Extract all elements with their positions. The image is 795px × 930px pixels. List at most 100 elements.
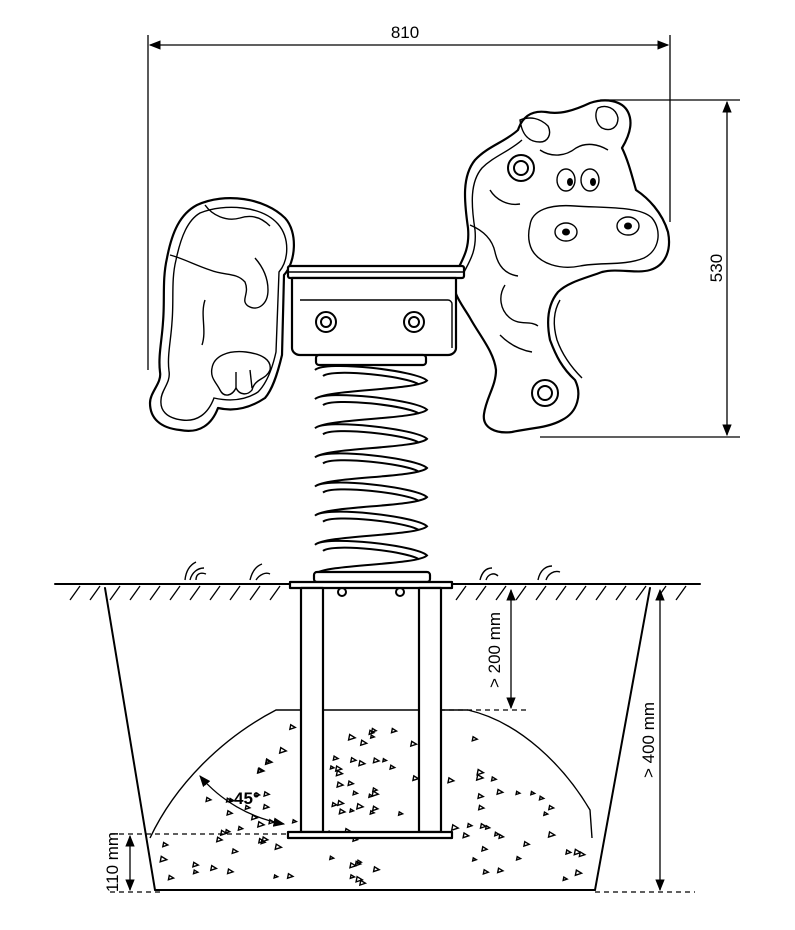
gravel-mark — [274, 843, 284, 851]
ground-hatch-line — [655, 585, 667, 601]
gravel-mark — [359, 739, 369, 747]
height-dimension: 530 — [540, 99, 740, 438]
gravel-mark — [447, 776, 456, 784]
gravel-mark — [288, 723, 297, 731]
width-label: 810 — [391, 23, 419, 42]
gravel-mark — [262, 803, 271, 811]
gravel-mark — [462, 831, 471, 839]
gravel-mark — [167, 874, 176, 881]
ground-hatch-line — [269, 585, 281, 601]
gravel-mark — [215, 836, 224, 843]
gravel-mark — [352, 790, 360, 796]
ground-hatch-line — [495, 585, 507, 601]
gravel-mark — [357, 759, 367, 767]
gravel-mark — [522, 840, 531, 848]
gravel-mark — [355, 875, 365, 883]
gravel-mark — [471, 735, 479, 742]
gravel-mark — [490, 775, 498, 782]
seat — [286, 264, 466, 280]
ground-hatch-line — [615, 585, 627, 601]
gravel-mark — [515, 790, 522, 796]
gravel-mark — [484, 824, 492, 831]
ground-hatch-line — [475, 585, 487, 601]
gravel-mark — [471, 856, 478, 862]
gravel-mark — [347, 733, 357, 742]
ground-hatch-line — [229, 585, 241, 601]
gravel-mark — [574, 869, 584, 877]
gravel-mark — [369, 733, 376, 740]
gravel-mark — [261, 835, 270, 843]
gravel-mark — [367, 793, 375, 799]
gravel-mark — [349, 861, 358, 869]
seat-bracket — [290, 276, 458, 357]
gravel-mark — [515, 855, 523, 862]
ground-hatch-line — [249, 585, 261, 601]
spring — [312, 353, 432, 584]
gravel-mark — [547, 804, 556, 811]
base-dimension: 110 mm — [103, 832, 290, 893]
gravel-mark — [466, 822, 474, 829]
gravel-mark — [573, 848, 583, 856]
gravel-mark — [209, 864, 219, 872]
gravel-mark — [331, 801, 339, 808]
gravel-mark — [389, 764, 397, 771]
gravel-mark — [257, 837, 266, 844]
gravel-mark — [237, 825, 245, 832]
gravel-mark — [334, 764, 344, 773]
base-label: 110 mm — [103, 832, 122, 892]
ground-hatch-line — [149, 585, 161, 601]
depth-upper-dimension: > 200 mm — [440, 588, 530, 711]
gravel-mark — [542, 810, 550, 817]
gravel-mark — [336, 799, 346, 807]
gravel-mark — [370, 727, 378, 734]
gravel-mark — [411, 774, 421, 782]
gravel-mark — [529, 790, 537, 796]
gravel-mark — [278, 746, 288, 755]
ground-hatch-line — [169, 585, 181, 601]
gravel-mark — [371, 789, 380, 798]
ground-hatch-line — [209, 585, 221, 601]
gravel-mark — [219, 829, 229, 837]
gravel-mark — [368, 729, 376, 736]
gravel-mark — [562, 876, 569, 882]
gravel-mark — [286, 872, 295, 880]
gravel-mark — [332, 755, 340, 762]
cow-rear — [148, 197, 295, 432]
gravel-mark — [273, 873, 280, 880]
ground-hatch-line — [89, 585, 101, 601]
ground-hatch-line — [515, 585, 527, 601]
gravel-mark — [329, 764, 336, 771]
gravel-mark — [335, 769, 345, 777]
ground-hatch-line — [109, 585, 121, 601]
depth-upper-label: > 200 mm — [485, 612, 504, 688]
gravel-mark — [226, 809, 234, 817]
ground-hatch-line — [189, 585, 201, 601]
gravel-mark — [224, 828, 232, 835]
gravel-mark — [538, 795, 546, 801]
gravel-mark — [547, 830, 557, 839]
gravel-mark — [371, 786, 379, 793]
gravel-mark — [482, 868, 490, 875]
gravel-mark — [231, 847, 240, 855]
gravel-mark — [390, 727, 399, 734]
ground — [54, 561, 701, 601]
gravel-mark — [477, 804, 486, 811]
depth-total-label: > 400 mm — [639, 702, 658, 778]
gravel-mark — [192, 868, 200, 875]
gravel-mark — [256, 767, 265, 774]
ground-hatch-line — [575, 585, 587, 601]
gravel-mark — [409, 740, 419, 748]
ground-hatch-line — [69, 585, 81, 601]
gravel-mark — [493, 831, 501, 837]
gravel-mark — [372, 756, 381, 764]
gravel-mark — [479, 822, 488, 830]
gravel-mark — [450, 823, 460, 832]
gravel-mark — [477, 792, 485, 800]
gravel-mark — [372, 865, 381, 873]
ground-hatch-line — [129, 585, 141, 601]
gravel-mark — [358, 879, 368, 887]
foundation-pit — [104, 587, 651, 891]
gravel-mark — [480, 845, 489, 853]
ground-hatch-line — [675, 585, 687, 601]
